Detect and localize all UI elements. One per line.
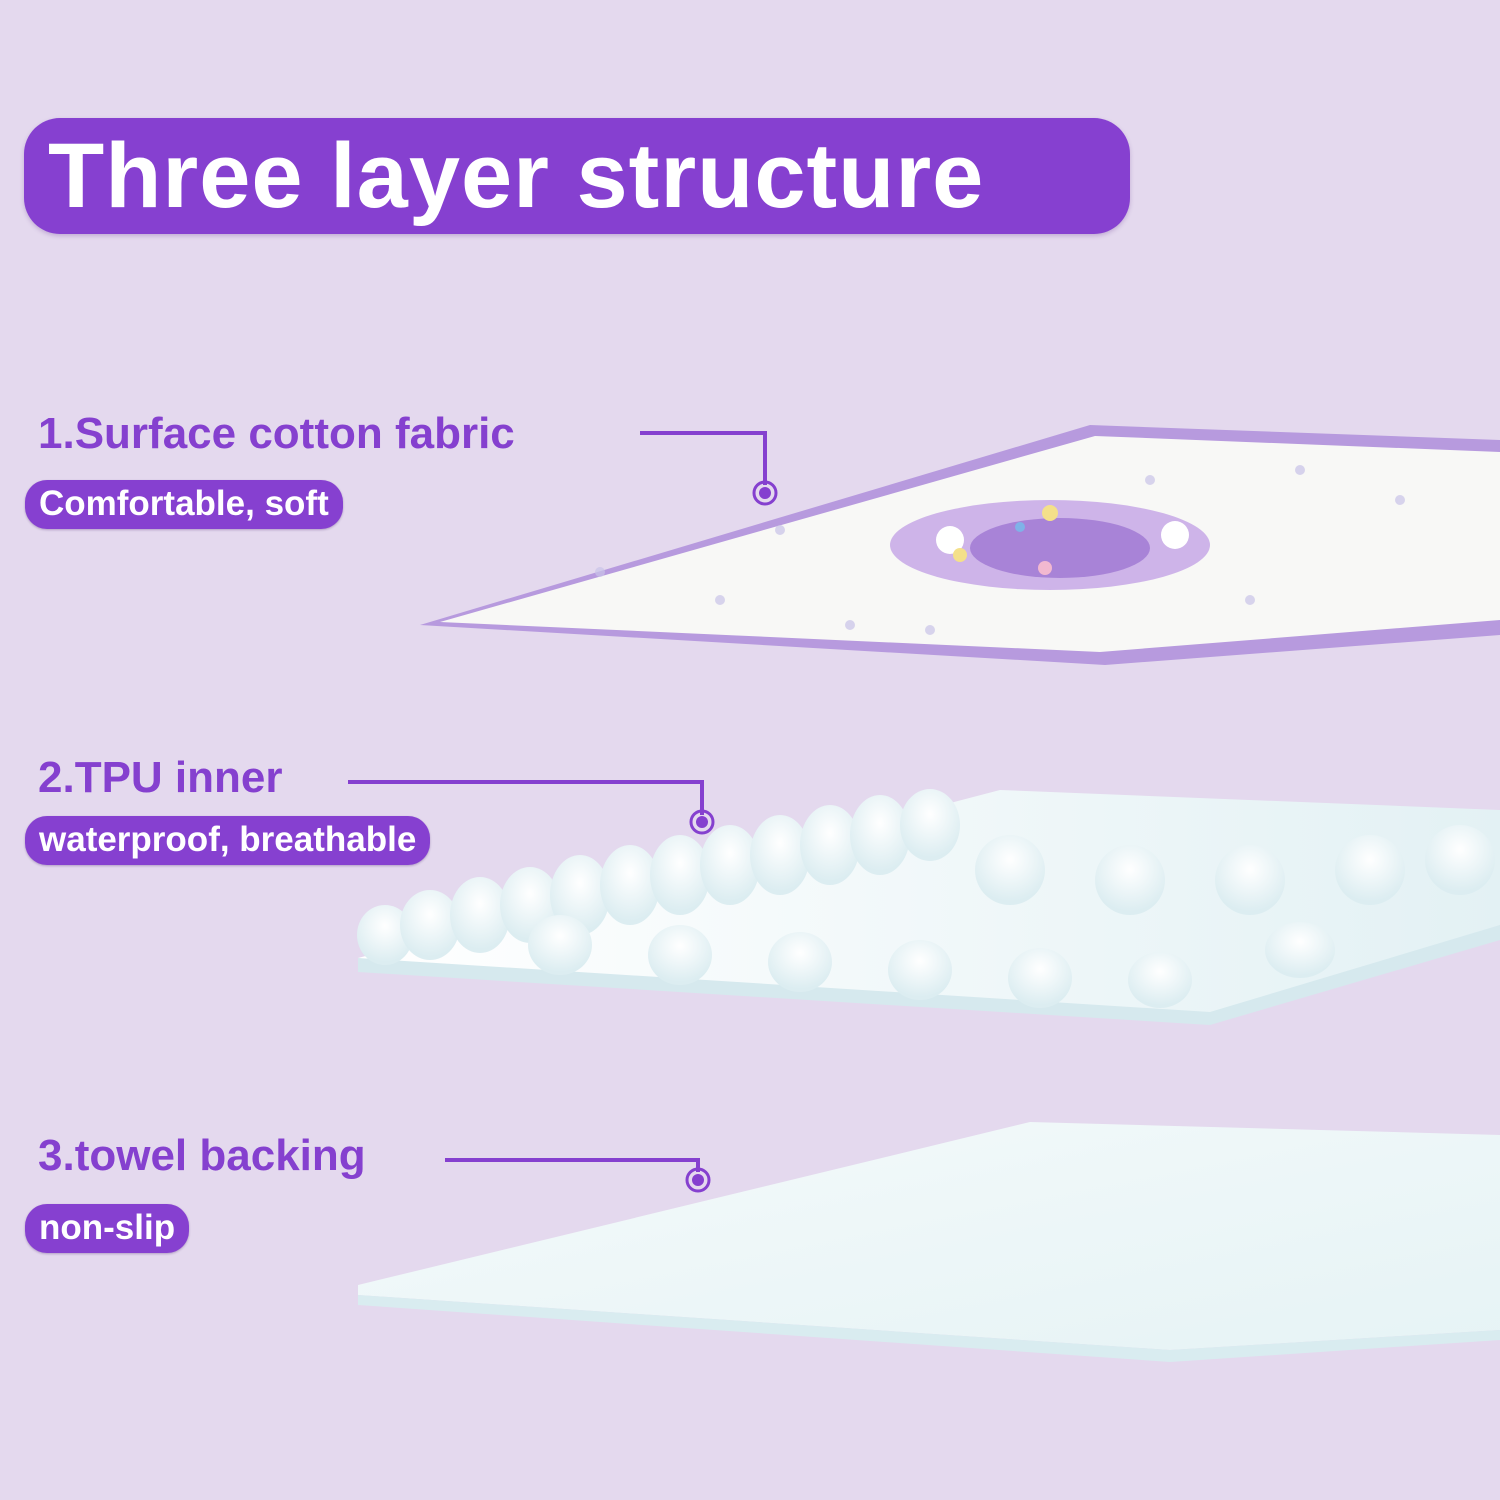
connector-dots <box>685 480 778 1193</box>
layer-3-feature-badge: non-slip <box>25 1204 190 1253</box>
layer-2-title: 2.TPU inner <box>38 753 283 802</box>
layer-3-title: 3.towel backing <box>38 1131 366 1180</box>
towel-layer-image <box>358 1122 1500 1362</box>
layer-2-feature-badge: waterproof, breathable <box>25 816 431 865</box>
cotton-sheet-image <box>420 425 1500 665</box>
title-banner: Three layer structure <box>24 118 1130 234</box>
page-title: Three layer structure <box>48 125 985 227</box>
layer-1-feature-badge: Comfortable, soft <box>25 480 343 529</box>
layer-1-title: 1.Surface cotton fabric <box>38 409 515 458</box>
tpu-layer-image <box>357 789 1500 1025</box>
